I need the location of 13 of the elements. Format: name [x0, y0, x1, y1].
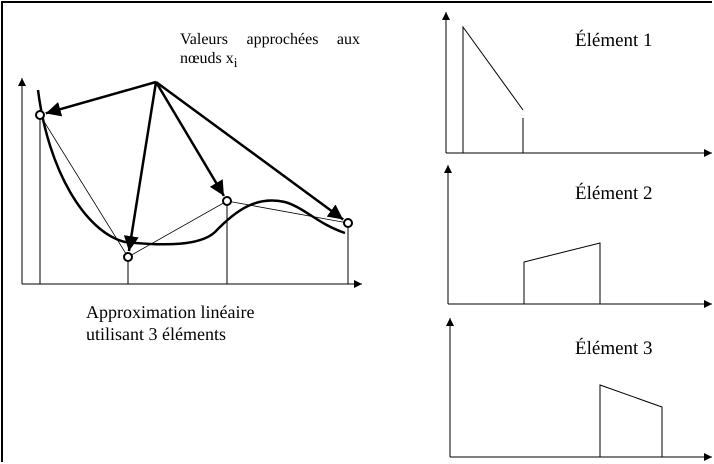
- graph-caption: Approximation linéaire utilisant 3 éléments: [86, 302, 256, 346]
- panel-title: Élément 3: [575, 338, 654, 361]
- leader-arrow: [124, 82, 158, 252]
- panel-title: Élément 1: [575, 30, 654, 53]
- panel-title: Élément 2: [575, 183, 654, 206]
- node-point: [123, 252, 133, 262]
- callout-text: Valeurs approchées aux nœuds x$_{i}$: [152, 30, 360, 82]
- node-point: [222, 196, 232, 206]
- leader-arrow: [155, 81, 344, 220]
- leader-arrow: [154, 81, 225, 196]
- leader-arrow: [45, 80, 156, 116]
- node-point: [343, 218, 353, 228]
- node-point: [35, 110, 45, 120]
